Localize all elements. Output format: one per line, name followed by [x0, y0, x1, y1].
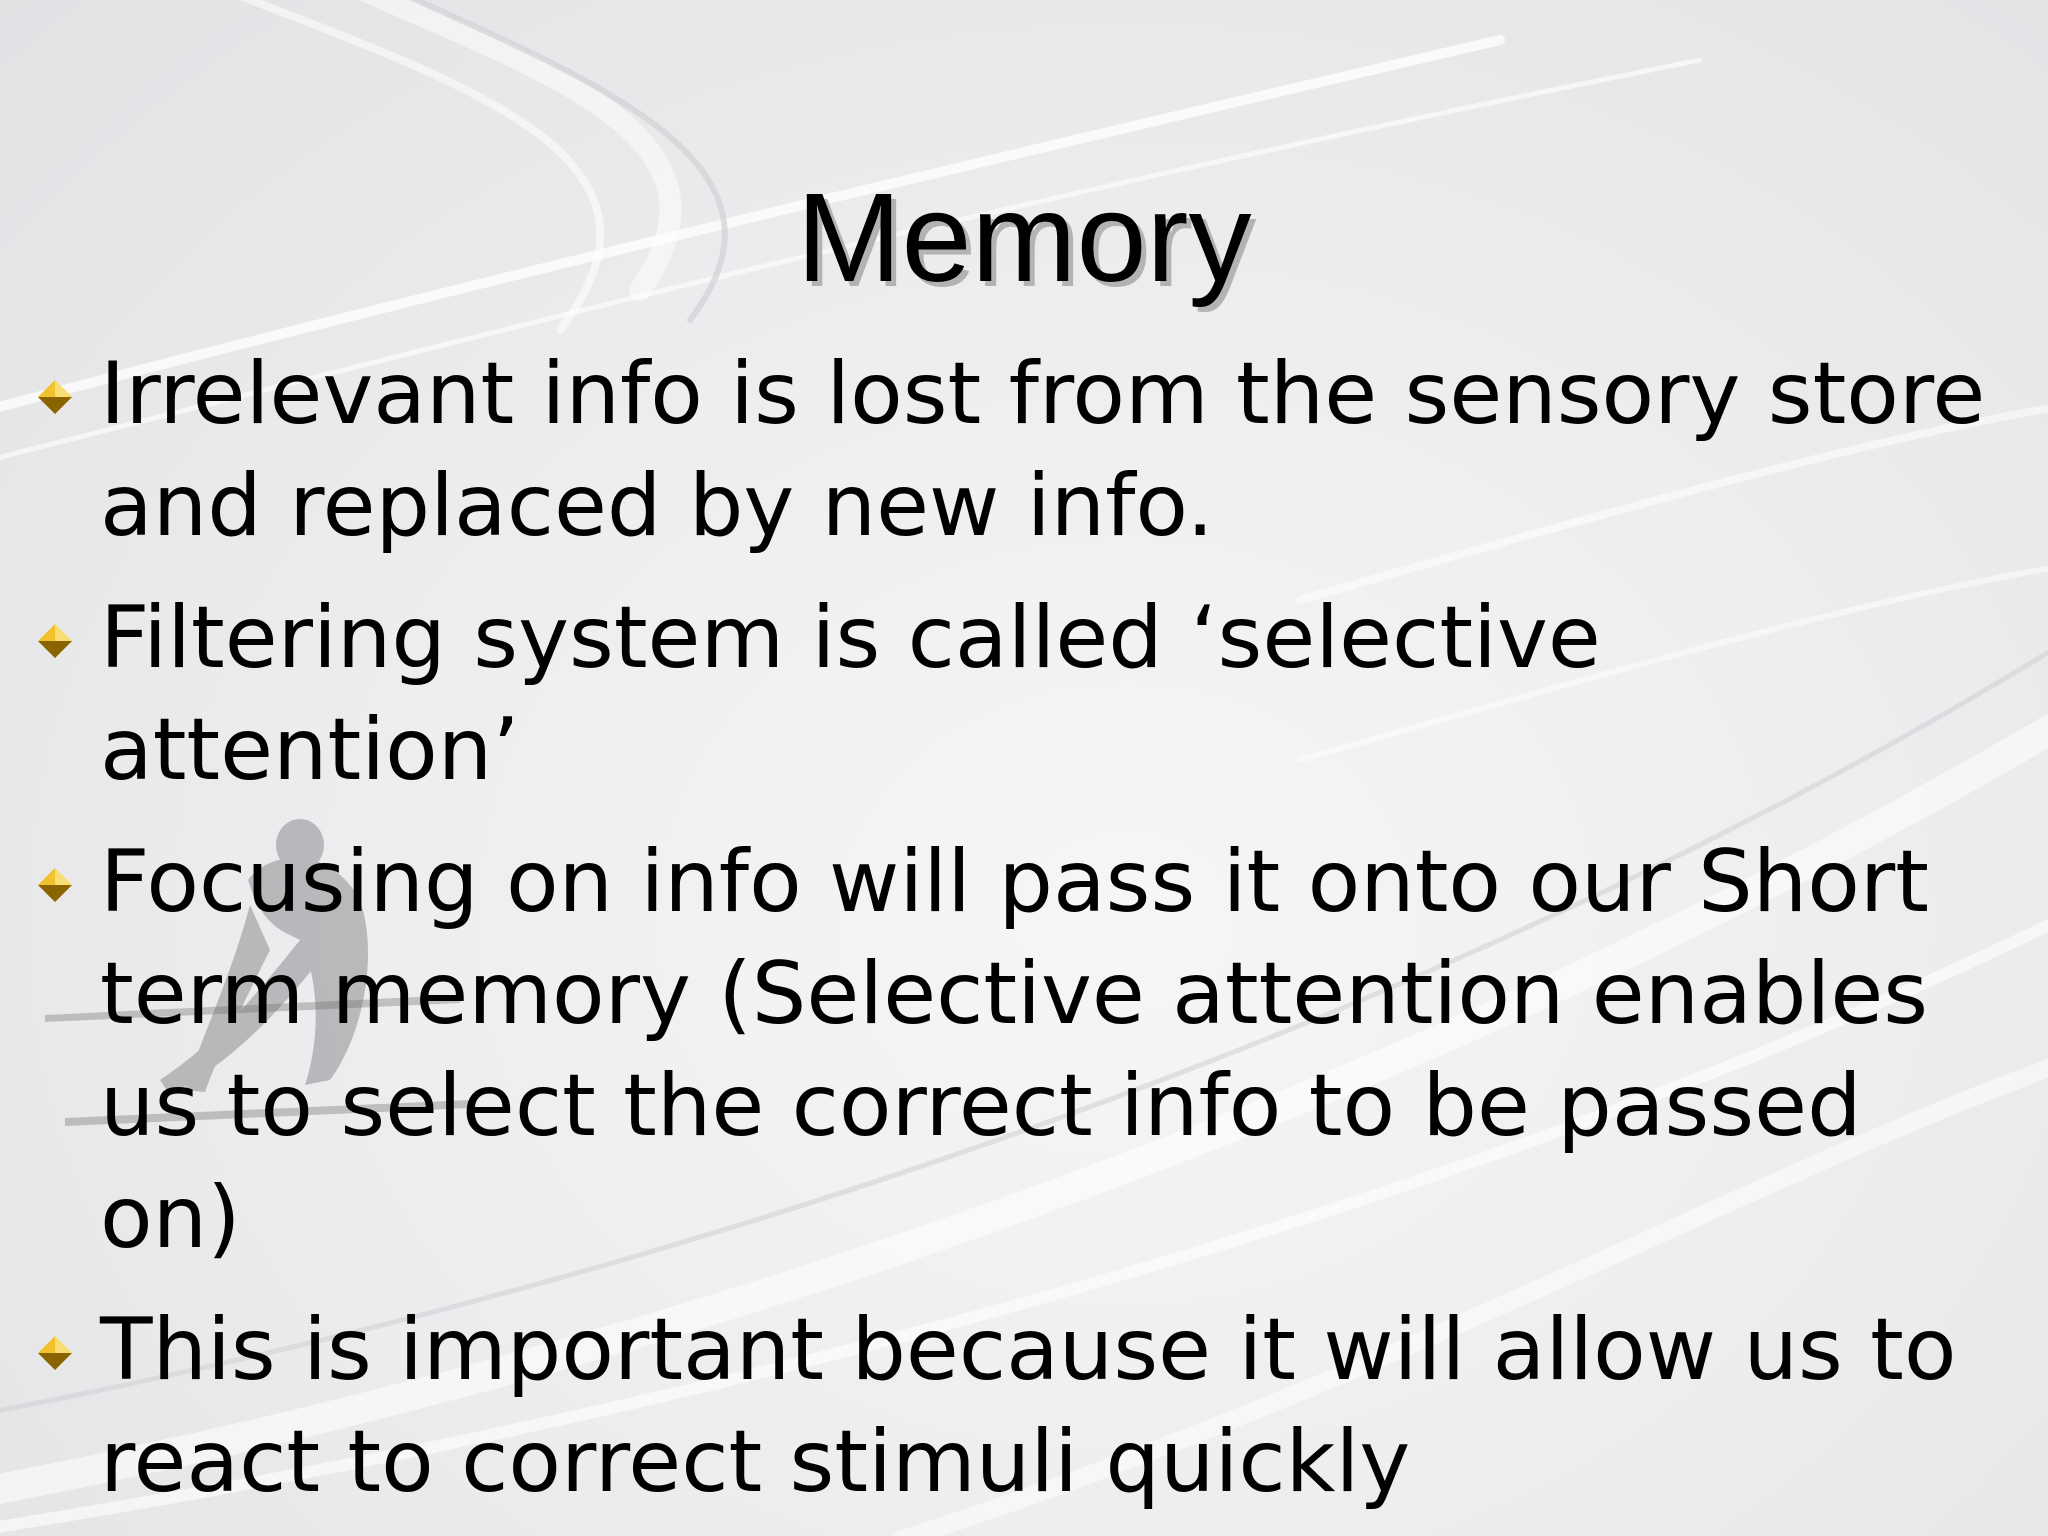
bullet-text: Filtering system is called ‘selective at… [100, 588, 1601, 800]
gold-diamond-arrow-icon [38, 868, 72, 902]
gold-diamond-arrow-icon [38, 1336, 72, 1370]
bullet-item: This is important because it will allow … [38, 1294, 2000, 1518]
bullet-text: Focusing on info will pass it onto our S… [100, 832, 1929, 1268]
bullet-item: Irrelevant info is lost from the sensory… [38, 338, 2000, 562]
bullet-text: Irrelevant info is lost from the sensory… [100, 344, 1986, 556]
gold-diamond-arrow-icon [38, 380, 72, 414]
gold-diamond-arrow-icon [38, 624, 72, 658]
sprinter-silhouette [160, 819, 369, 1095]
bullet-text: This is important because it will allow … [100, 1300, 1957, 1512]
bullet-item: Filtering system is called ‘selective at… [38, 582, 2000, 806]
bullet-item: Focusing on info will pass it onto our S… [38, 826, 2000, 1274]
bullet-list: Irrelevant info is lost from the sensory… [38, 338, 2000, 1536]
slide-title: Memory [796, 167, 1252, 308]
